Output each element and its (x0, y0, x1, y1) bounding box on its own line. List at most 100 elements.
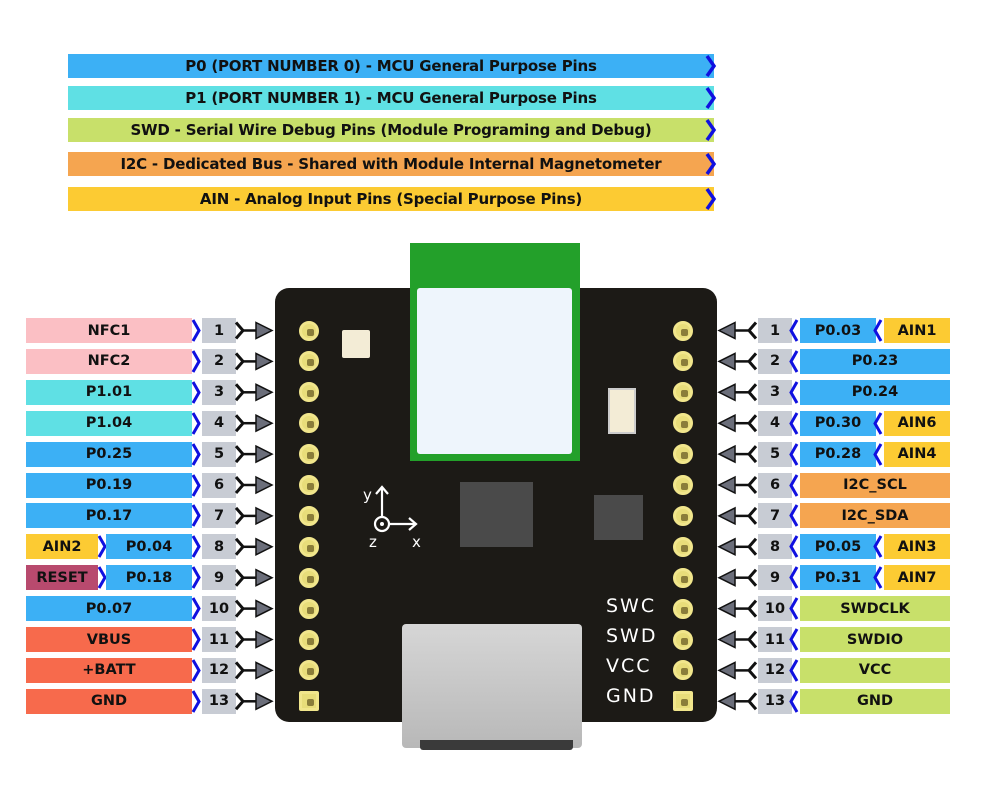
chevron-left-icon (789, 659, 799, 682)
left-header-pin (299, 660, 319, 681)
silk-gnd: GND (606, 685, 656, 707)
pin-number: 1 (758, 318, 792, 343)
left-header-pin (299, 475, 319, 495)
pin-connector-arrow (717, 321, 758, 340)
pin-connector-arrow (717, 661, 758, 680)
pin-connector-arrow (234, 599, 274, 618)
pin-alt-function: AIN6 (884, 410, 950, 436)
left-header-pin (299, 536, 319, 557)
chevron-left-icon (789, 504, 799, 528)
chevron-left-icon (789, 350, 799, 373)
right-header-pin (673, 567, 693, 588)
left-header-pin (299, 691, 319, 712)
pin-function: GND (800, 688, 950, 714)
pin-number: 13 (758, 688, 792, 714)
pin-function: P0.30 (800, 410, 876, 436)
right-header-pin (673, 351, 693, 372)
left-header-pin (299, 382, 319, 403)
pin-number: 3 (758, 379, 792, 405)
axis-arrows-icon (373, 485, 418, 533)
legend-item: SWD - Serial Wire Debug Pins (Module Pro… (68, 118, 717, 142)
pin-connector-arrow (234, 444, 274, 464)
left-pin-row: NFC2 2 (26, 348, 266, 374)
right-header-pin (673, 536, 693, 557)
right-header-pin (673, 598, 693, 619)
pin-connector-arrow (234, 383, 274, 402)
silk-vcc: VCC (606, 655, 652, 677)
right-pin-row: 3 P0.24 (758, 379, 950, 405)
pin-function: P0.05 (800, 534, 876, 560)
chevron-right-icon (705, 86, 717, 110)
pcb-board: x y z SWC SWD VCC GND (275, 243, 717, 750)
pin-alt-function: AIN7 (884, 565, 950, 591)
left-header-pin (299, 444, 319, 465)
pin-function: P0.24 (800, 379, 950, 405)
legend-item: P1 (PORT NUMBER 1) - MCU General Purpose… (68, 86, 717, 110)
right-header-pin (673, 475, 693, 495)
chevron-left-icon (873, 566, 883, 589)
pin-number: 6 (202, 472, 236, 498)
pin-function: P0.28 (800, 441, 876, 467)
pin-function: P0.31 (800, 565, 876, 591)
pin-connector-arrow (234, 352, 274, 371)
left-header-pin (299, 351, 319, 372)
legend-label: P1 (PORT NUMBER 1) - MCU General Purpose… (185, 89, 597, 107)
right-header-pin (673, 629, 693, 650)
chevron-right-icon (191, 597, 201, 620)
left-header-pin (299, 598, 319, 619)
pin-alt-function: AIN1 (884, 318, 950, 343)
right-pin-row: 13 GND (758, 688, 950, 714)
axis-label-y: y (363, 486, 374, 504)
pin-connector-arrow (717, 506, 758, 526)
pin-alt-function: AIN2 (26, 534, 98, 560)
left-header-pin (299, 629, 319, 650)
chevron-left-icon (789, 566, 799, 589)
left-header-pin (299, 505, 319, 526)
pin-number: 4 (758, 410, 792, 436)
pin-function: P0.04 (106, 534, 192, 560)
chevron-right-icon (705, 187, 717, 211)
pin-function: VBUS (26, 627, 192, 652)
pin-number: 2 (758, 348, 792, 374)
chevron-right-icon (191, 319, 201, 342)
pin-function: NFC2 (26, 348, 192, 374)
pin-connector-arrow (234, 661, 274, 680)
pin-number: 6 (758, 472, 792, 498)
chevron-right-icon (191, 535, 201, 559)
pin-number: 5 (758, 441, 792, 467)
pin-number: 2 (202, 348, 236, 374)
chevron-left-icon (789, 690, 799, 713)
legend-item: AIN - Analog Input Pins (Special Purpose… (68, 187, 717, 211)
chevron-right-icon (191, 381, 201, 404)
right-header-pin (673, 660, 693, 681)
left-header-pin (299, 567, 319, 588)
crystal-component (608, 388, 636, 434)
pin-connector-arrow (717, 475, 758, 495)
right-header-pin (673, 444, 693, 465)
sensor-component (342, 330, 370, 358)
pin-number: 9 (202, 565, 236, 591)
right-header-pin (673, 691, 693, 712)
usb-connector[interactable] (402, 624, 582, 748)
legend-label: I2C - Dedicated Bus - Shared with Module… (120, 155, 662, 173)
pin-function: NFC1 (26, 318, 192, 343)
right-header-pin (673, 413, 693, 434)
pin-connector-arrow (234, 506, 274, 526)
pin-alt-function: AIN3 (884, 534, 950, 560)
chevron-right-icon (191, 473, 201, 497)
pin-connector-arrow (717, 537, 758, 557)
